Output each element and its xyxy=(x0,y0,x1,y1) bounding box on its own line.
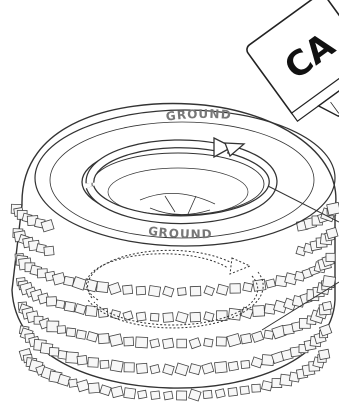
tread-block xyxy=(136,337,148,348)
tread-block xyxy=(228,308,241,320)
tread-block xyxy=(69,379,78,387)
tread-block xyxy=(110,310,120,319)
tread-block xyxy=(124,363,134,372)
tread-block xyxy=(138,390,147,398)
tread-block xyxy=(322,301,332,310)
tread-block xyxy=(241,360,250,368)
tread-block xyxy=(100,385,111,396)
clockwise-arrow-icon xyxy=(90,138,273,220)
tread-block xyxy=(85,306,97,317)
tread-block xyxy=(123,285,133,294)
tread-block xyxy=(46,297,56,306)
tread-block xyxy=(202,363,214,374)
tread-block xyxy=(228,388,237,397)
tread-block xyxy=(108,283,121,295)
tread-block xyxy=(96,282,108,293)
tread-block xyxy=(326,253,335,261)
tread-block xyxy=(77,355,87,364)
tread-block xyxy=(76,330,86,339)
tread-block xyxy=(266,279,276,288)
tread-block xyxy=(49,347,59,356)
tread-block xyxy=(252,331,264,342)
tread-block xyxy=(189,338,201,349)
tread-block xyxy=(84,279,98,292)
tread-block xyxy=(163,286,174,297)
tread-block xyxy=(136,363,147,373)
tread-block xyxy=(241,333,252,343)
tread-block xyxy=(136,286,145,295)
tread-block xyxy=(240,386,249,395)
callout-line-top xyxy=(268,186,339,222)
tread-block xyxy=(98,334,109,344)
tread-block xyxy=(110,360,123,372)
tread-block xyxy=(150,313,159,321)
tread-block xyxy=(111,386,123,398)
tread-block xyxy=(151,391,160,400)
tread-block xyxy=(204,338,213,347)
tread-block xyxy=(252,384,261,392)
tread-block xyxy=(204,312,214,322)
tread-block xyxy=(124,337,134,346)
tread-block xyxy=(243,283,253,292)
tread-block xyxy=(109,334,122,346)
tread-block xyxy=(150,339,160,348)
tread-block xyxy=(216,337,226,346)
tread-block xyxy=(176,312,188,324)
tread-block xyxy=(264,330,274,339)
tread-block xyxy=(88,358,99,368)
tread-block xyxy=(204,286,214,296)
tread-block xyxy=(123,311,133,321)
tread-block xyxy=(177,288,186,296)
tread-block xyxy=(164,391,173,400)
tread-block xyxy=(327,202,339,215)
tread-block xyxy=(230,284,240,293)
tread-block xyxy=(177,391,187,400)
tread-block xyxy=(136,312,146,321)
tread-block xyxy=(66,352,79,363)
tread-block xyxy=(203,390,212,398)
tread-block xyxy=(163,364,175,375)
tread-block xyxy=(217,311,228,321)
tread-block xyxy=(253,306,265,317)
tread-block xyxy=(228,361,238,371)
sidewall-text-bottom: GROUND xyxy=(147,224,212,241)
tread-block xyxy=(44,246,54,255)
tread-block xyxy=(217,284,229,295)
tread-block xyxy=(253,279,266,291)
tread-block xyxy=(251,357,263,368)
tire-sidewall xyxy=(35,110,335,246)
tread-block xyxy=(177,339,187,348)
tread-block xyxy=(163,313,174,323)
tread-block xyxy=(261,381,272,391)
tread-block xyxy=(148,286,160,297)
tread-block xyxy=(189,364,201,375)
tread-block xyxy=(100,360,109,368)
tread-block xyxy=(64,302,75,312)
tread-block xyxy=(88,383,99,393)
tread-block xyxy=(190,312,201,322)
tread-block xyxy=(319,349,330,359)
tread-block xyxy=(150,365,160,374)
tread-block xyxy=(87,332,98,343)
tread-block xyxy=(56,300,65,308)
tread-block xyxy=(190,286,201,296)
tread-block xyxy=(215,389,225,398)
tread-block xyxy=(326,228,338,239)
tread-block xyxy=(215,362,228,374)
tread-block xyxy=(189,389,201,401)
sidewall-text-top: GROUND xyxy=(165,107,232,124)
tread-block xyxy=(57,326,66,334)
tread-block xyxy=(66,328,75,337)
tread-block xyxy=(227,334,241,347)
tread-block xyxy=(163,338,174,348)
tread-block xyxy=(124,388,136,399)
tread-block xyxy=(77,380,90,392)
tread-block xyxy=(175,363,188,376)
tread-block xyxy=(75,304,86,315)
tread-block xyxy=(241,307,253,319)
